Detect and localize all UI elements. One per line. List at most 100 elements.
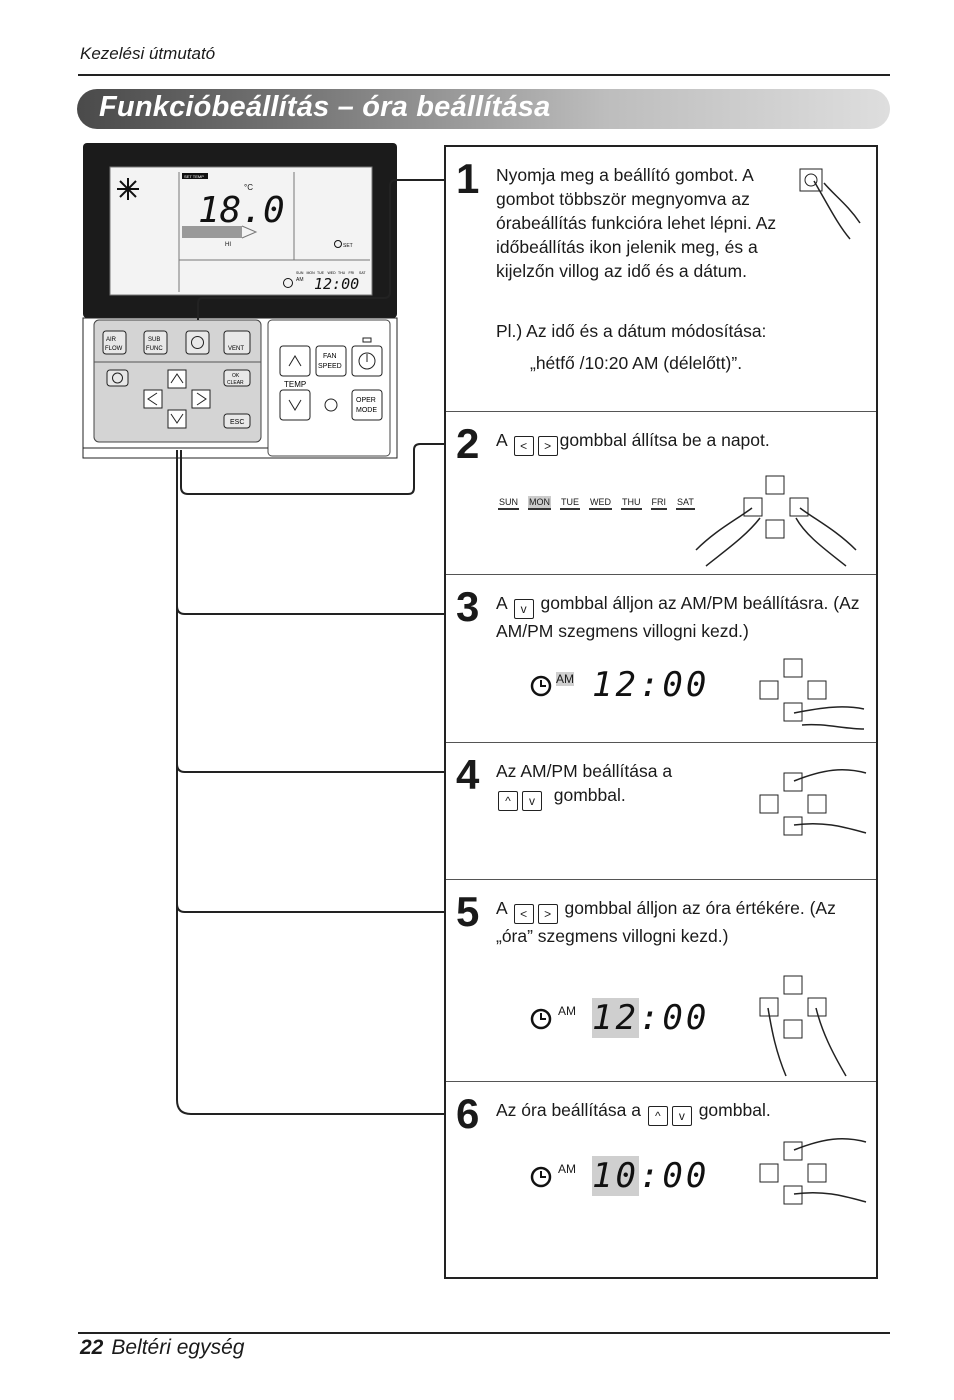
left-button[interactable] (143, 389, 163, 409)
hand-press-left-right-icon (695, 475, 857, 567)
step-example: Pl.) Az idő és a dátum módosítása: (496, 321, 767, 341)
step-number: 1 (456, 155, 480, 202)
svg-text:ESC: ESC (230, 419, 244, 426)
vent-button[interactable]: VENT (228, 346, 244, 352)
mini-day-tue: TUE (317, 271, 325, 275)
sub-func-button[interactable]: SUB (148, 337, 160, 343)
hand-press-up-down-icon (759, 768, 867, 836)
fan-speed-button[interactable] (315, 345, 347, 377)
hand-press-down-icon (759, 658, 865, 730)
temperature-readout: 18.0 (198, 190, 285, 231)
right-button[interactable] (191, 389, 211, 409)
set-temp-label: SET TEMP (184, 174, 204, 179)
day-wed: WED (589, 496, 613, 510)
step-text: Nyomja meg a beállító gombot. A gombot t… (496, 165, 777, 281)
mini-day-wed: WED (328, 271, 337, 275)
up-button[interactable] (167, 369, 187, 389)
right-arrow-icon: > (537, 436, 558, 456)
clock-icon (530, 1008, 552, 1030)
mini-day-mon: MON (307, 271, 316, 275)
time-display: 12:00 (592, 665, 710, 705)
steps-panel: 1 Nyomja meg a beállító gombot. A gombot… (444, 145, 878, 1279)
svg-text:SPEED: SPEED (318, 363, 342, 370)
step-number: 4 (456, 751, 480, 798)
hour-segment: 10 (592, 1156, 639, 1196)
hand-press-left-right-icon (759, 975, 847, 1077)
step-prefix: A (496, 430, 507, 450)
power-icon (358, 352, 376, 370)
set-label: SET (343, 243, 353, 249)
hour-segment: 12 (592, 998, 639, 1038)
page-number: 22 (80, 1336, 104, 1359)
mini-clock: 12:00 (314, 275, 359, 293)
step-number: 3 (456, 583, 480, 630)
svg-text:FUNC: FUNC (146, 346, 163, 352)
step-text: A <> gombbal álljon az óra értékére. (Az… (496, 896, 871, 948)
mini-day-thu: THU (338, 271, 346, 275)
day-sun: SUN (498, 496, 520, 510)
svg-text:OK: OK (232, 373, 240, 379)
clock-icon (530, 1166, 552, 1188)
period-label: AM (558, 1162, 576, 1176)
temperature-unit: °C (244, 183, 253, 192)
step-suffix: gombbal álljon az AM/PM beállításra. (Az… (496, 593, 860, 641)
step-number: 6 (456, 1090, 480, 1137)
fan-level: HI (225, 242, 231, 248)
svg-text:MODE: MODE (356, 407, 377, 414)
running-header: Kezelési útmutató (80, 44, 216, 63)
clock-icon (112, 372, 123, 384)
period-label: AM (556, 672, 574, 686)
step-number: 2 (456, 420, 480, 467)
svg-text:FLOW: FLOW (105, 346, 123, 352)
set-clock-icon (334, 240, 342, 248)
oper-mode-button[interactable] (351, 389, 383, 421)
page-title: Funkcióbeállítás – óra beállítása (99, 91, 551, 123)
step-5: 5 A <> gombbal álljon az óra értékére. (… (446, 879, 876, 1082)
day-sat: SAT (676, 496, 695, 510)
esc-button[interactable] (223, 413, 251, 429)
step-prefix: A (496, 898, 507, 918)
day-thu: THU (621, 496, 642, 510)
minute-segment: :00 (638, 998, 710, 1038)
snowflake-icon (117, 178, 139, 200)
footer-section: Beltéri egység (111, 1336, 245, 1359)
period-label: AM (558, 1004, 576, 1018)
step-suffix: gombbal állítsa be a napot. (559, 430, 770, 450)
hand-press-settings-icon (799, 168, 861, 240)
title-banner: Funkcióbeállítás – óra beállítása (77, 89, 890, 129)
time-display: 12:00 (592, 998, 709, 1038)
down-button[interactable] (167, 409, 187, 429)
step-prefix: A (496, 593, 507, 613)
step-number: 5 (456, 888, 480, 935)
up-arrow-icon: ^ (647, 1106, 668, 1126)
step-line1: Az AM/PM beállítása a (496, 761, 673, 781)
day-tue: TUE (560, 496, 581, 510)
page-footer: 22 Beltéri egység (80, 1336, 244, 1360)
indicator-led (324, 398, 338, 412)
mini-day-fri: FRI (349, 271, 355, 275)
right-arrow-icon: > (537, 904, 558, 924)
step-1: 1 Nyomja meg a beállító gombot. A gombot… (446, 147, 876, 411)
minute-segment: :00 (638, 1156, 710, 1196)
timer-button[interactable] (106, 369, 129, 387)
step-suffix: gombbal. (698, 1100, 771, 1120)
temp-label: TEMP (284, 380, 306, 389)
step-text: A v gombbal álljon az AM/PM beállításra.… (496, 591, 871, 643)
svg-text:FAN: FAN (323, 353, 337, 360)
air-flow-button[interactable]: AIR (106, 337, 117, 343)
temp-down-button[interactable] (279, 389, 311, 421)
step-3: 3 A v gombbal álljon az AM/PM beállításr… (446, 574, 876, 743)
mini-day-sat: SAT (359, 271, 366, 275)
left-arrow-icon: < (513, 436, 534, 456)
svg-text:CLEAR: CLEAR (227, 380, 244, 386)
ok-clear-button[interactable] (223, 369, 251, 387)
gear-icon (191, 336, 204, 349)
temp-up-button[interactable] (279, 345, 311, 377)
clock-icon (283, 278, 293, 288)
day-fri: FRI (650, 496, 668, 510)
settings-button[interactable] (185, 330, 210, 355)
